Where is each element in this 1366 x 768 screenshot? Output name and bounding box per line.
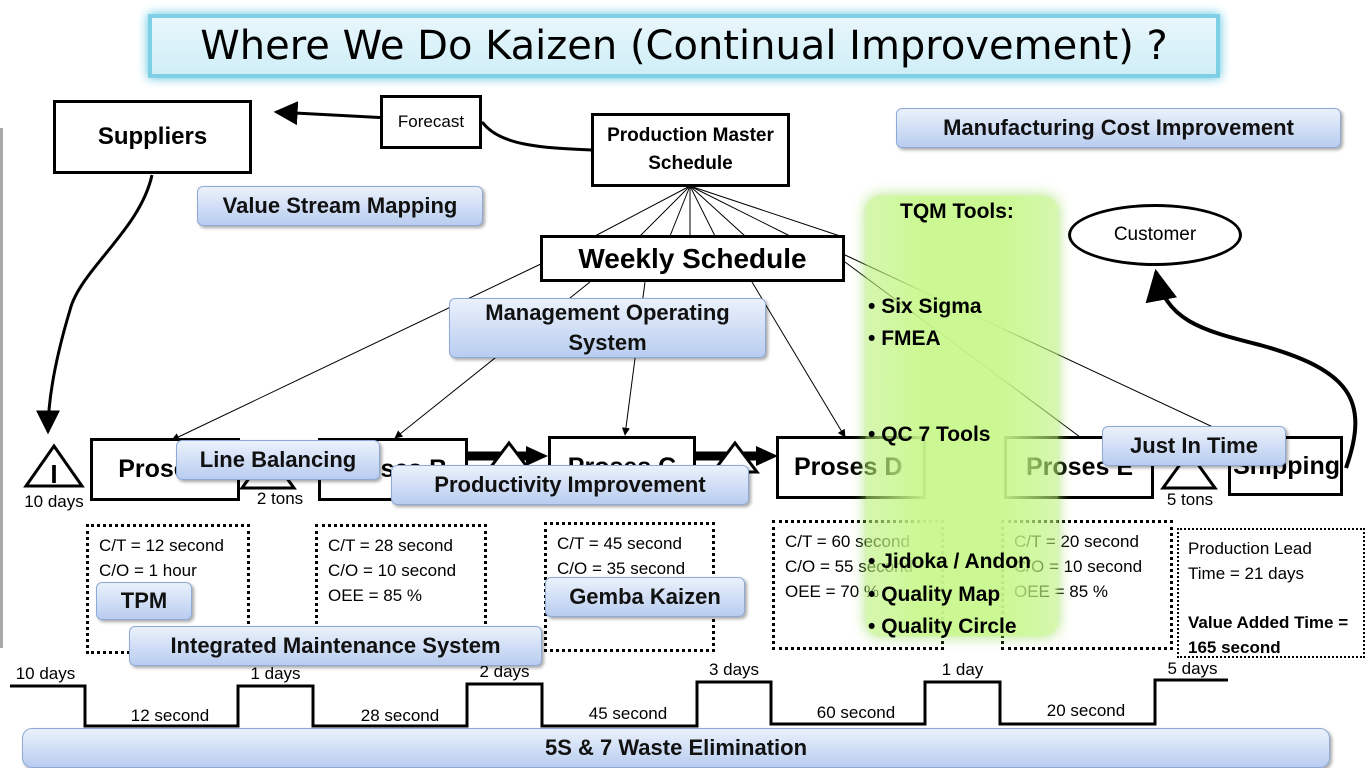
timeline-days: 1 days (250, 664, 301, 683)
tqm-item: • QC 7 Tools (868, 423, 991, 446)
tag-integrated-maintenance: Integrated Maintenance System (129, 626, 542, 666)
data-row: C/T = 28 second (328, 536, 453, 555)
timeline-seconds: 12 second (130, 706, 210, 725)
page-title: Where We Do Kaizen (Continual Improvemen… (148, 14, 1220, 78)
data-row: C/O = 10 second (328, 561, 457, 580)
tag-value-stream-mapping: Value Stream Mapping (197, 186, 483, 226)
timeline-days: 5 days (1167, 659, 1218, 678)
inventory-label: 2 tons (256, 489, 304, 508)
customer-oval: Customer (1068, 204, 1242, 266)
left-edge-divider (0, 128, 3, 648)
inventory-label: 10 days (24, 492, 84, 511)
timeline-line (10, 678, 1228, 728)
tag-gemba-kaizen: Gemba Kaizen (545, 577, 745, 617)
inventory-triangle (1160, 449, 1218, 490)
tag-5s-waste-elimination: 5S & 7 Waste Elimination (22, 728, 1330, 768)
tag-manufacturing-cost: Manufacturing Cost Improvement (896, 108, 1341, 148)
inventory-symbol: I (50, 459, 57, 489)
timeline-days: 2 days (479, 662, 530, 681)
tqm-item: • FMEA (868, 327, 941, 350)
tag-productivity-improvement: Productivity Improvement (391, 465, 749, 505)
data-row: C/O = 1 hour (99, 561, 197, 580)
tqm-item: • Six Sigma (868, 295, 982, 318)
timeline-seconds: 60 second (816, 703, 896, 722)
timeline-seconds: 28 second (360, 706, 440, 725)
master-schedule-box: Production Master Schedule (591, 113, 790, 187)
timeline-seconds: 45 second (588, 704, 668, 723)
value-added-text: Value Added Time = 165 second (1188, 613, 1349, 657)
tqm-item: • Jidoka / Andon (868, 550, 1031, 573)
suppliers-box: Suppliers (53, 100, 252, 174)
tqm-item: • Quality Map (868, 583, 1001, 606)
supplier-arrow (36, 174, 154, 435)
data-row: C/T = 12 second (99, 536, 224, 555)
data-row: OEE = 85 % (328, 586, 423, 605)
lead-time-box: Production Lead Time = 21 days Value Add… (1177, 528, 1365, 658)
timeline-days: 3 days (708, 660, 760, 679)
tag-line-balancing: Line Balancing (176, 440, 380, 480)
inventory-triangle (23, 443, 85, 488)
lead-time-text: Production Lead Time = 21 days (1188, 539, 1312, 583)
tqm-panel (866, 196, 1058, 636)
data-row: OEE = 70 % (785, 582, 880, 601)
timeline-days: 10 days (15, 664, 76, 683)
tag-just-in-time: Just In Time (1102, 426, 1286, 466)
timeline-seconds: 20 second (1046, 701, 1126, 720)
forecast-box: Forecast (380, 95, 482, 149)
shipping-arrow (1145, 268, 1358, 469)
timeline-days: 1 day (941, 660, 984, 679)
weekly-schedule-box: Weekly Schedule (540, 235, 845, 282)
tqm-item: • Quality Circle (868, 615, 1017, 638)
tag-tpm: TPM (96, 582, 192, 620)
forecast-arrow (273, 101, 593, 152)
tqm-heading: TQM Tools: (900, 200, 1014, 223)
tag-management-operating-system: Management Operating System (449, 298, 766, 358)
inventory-label: 5 tons (1166, 490, 1214, 509)
data-row: C/T = 45 second (557, 534, 682, 553)
data-row: C/O = 35 second (557, 559, 686, 578)
